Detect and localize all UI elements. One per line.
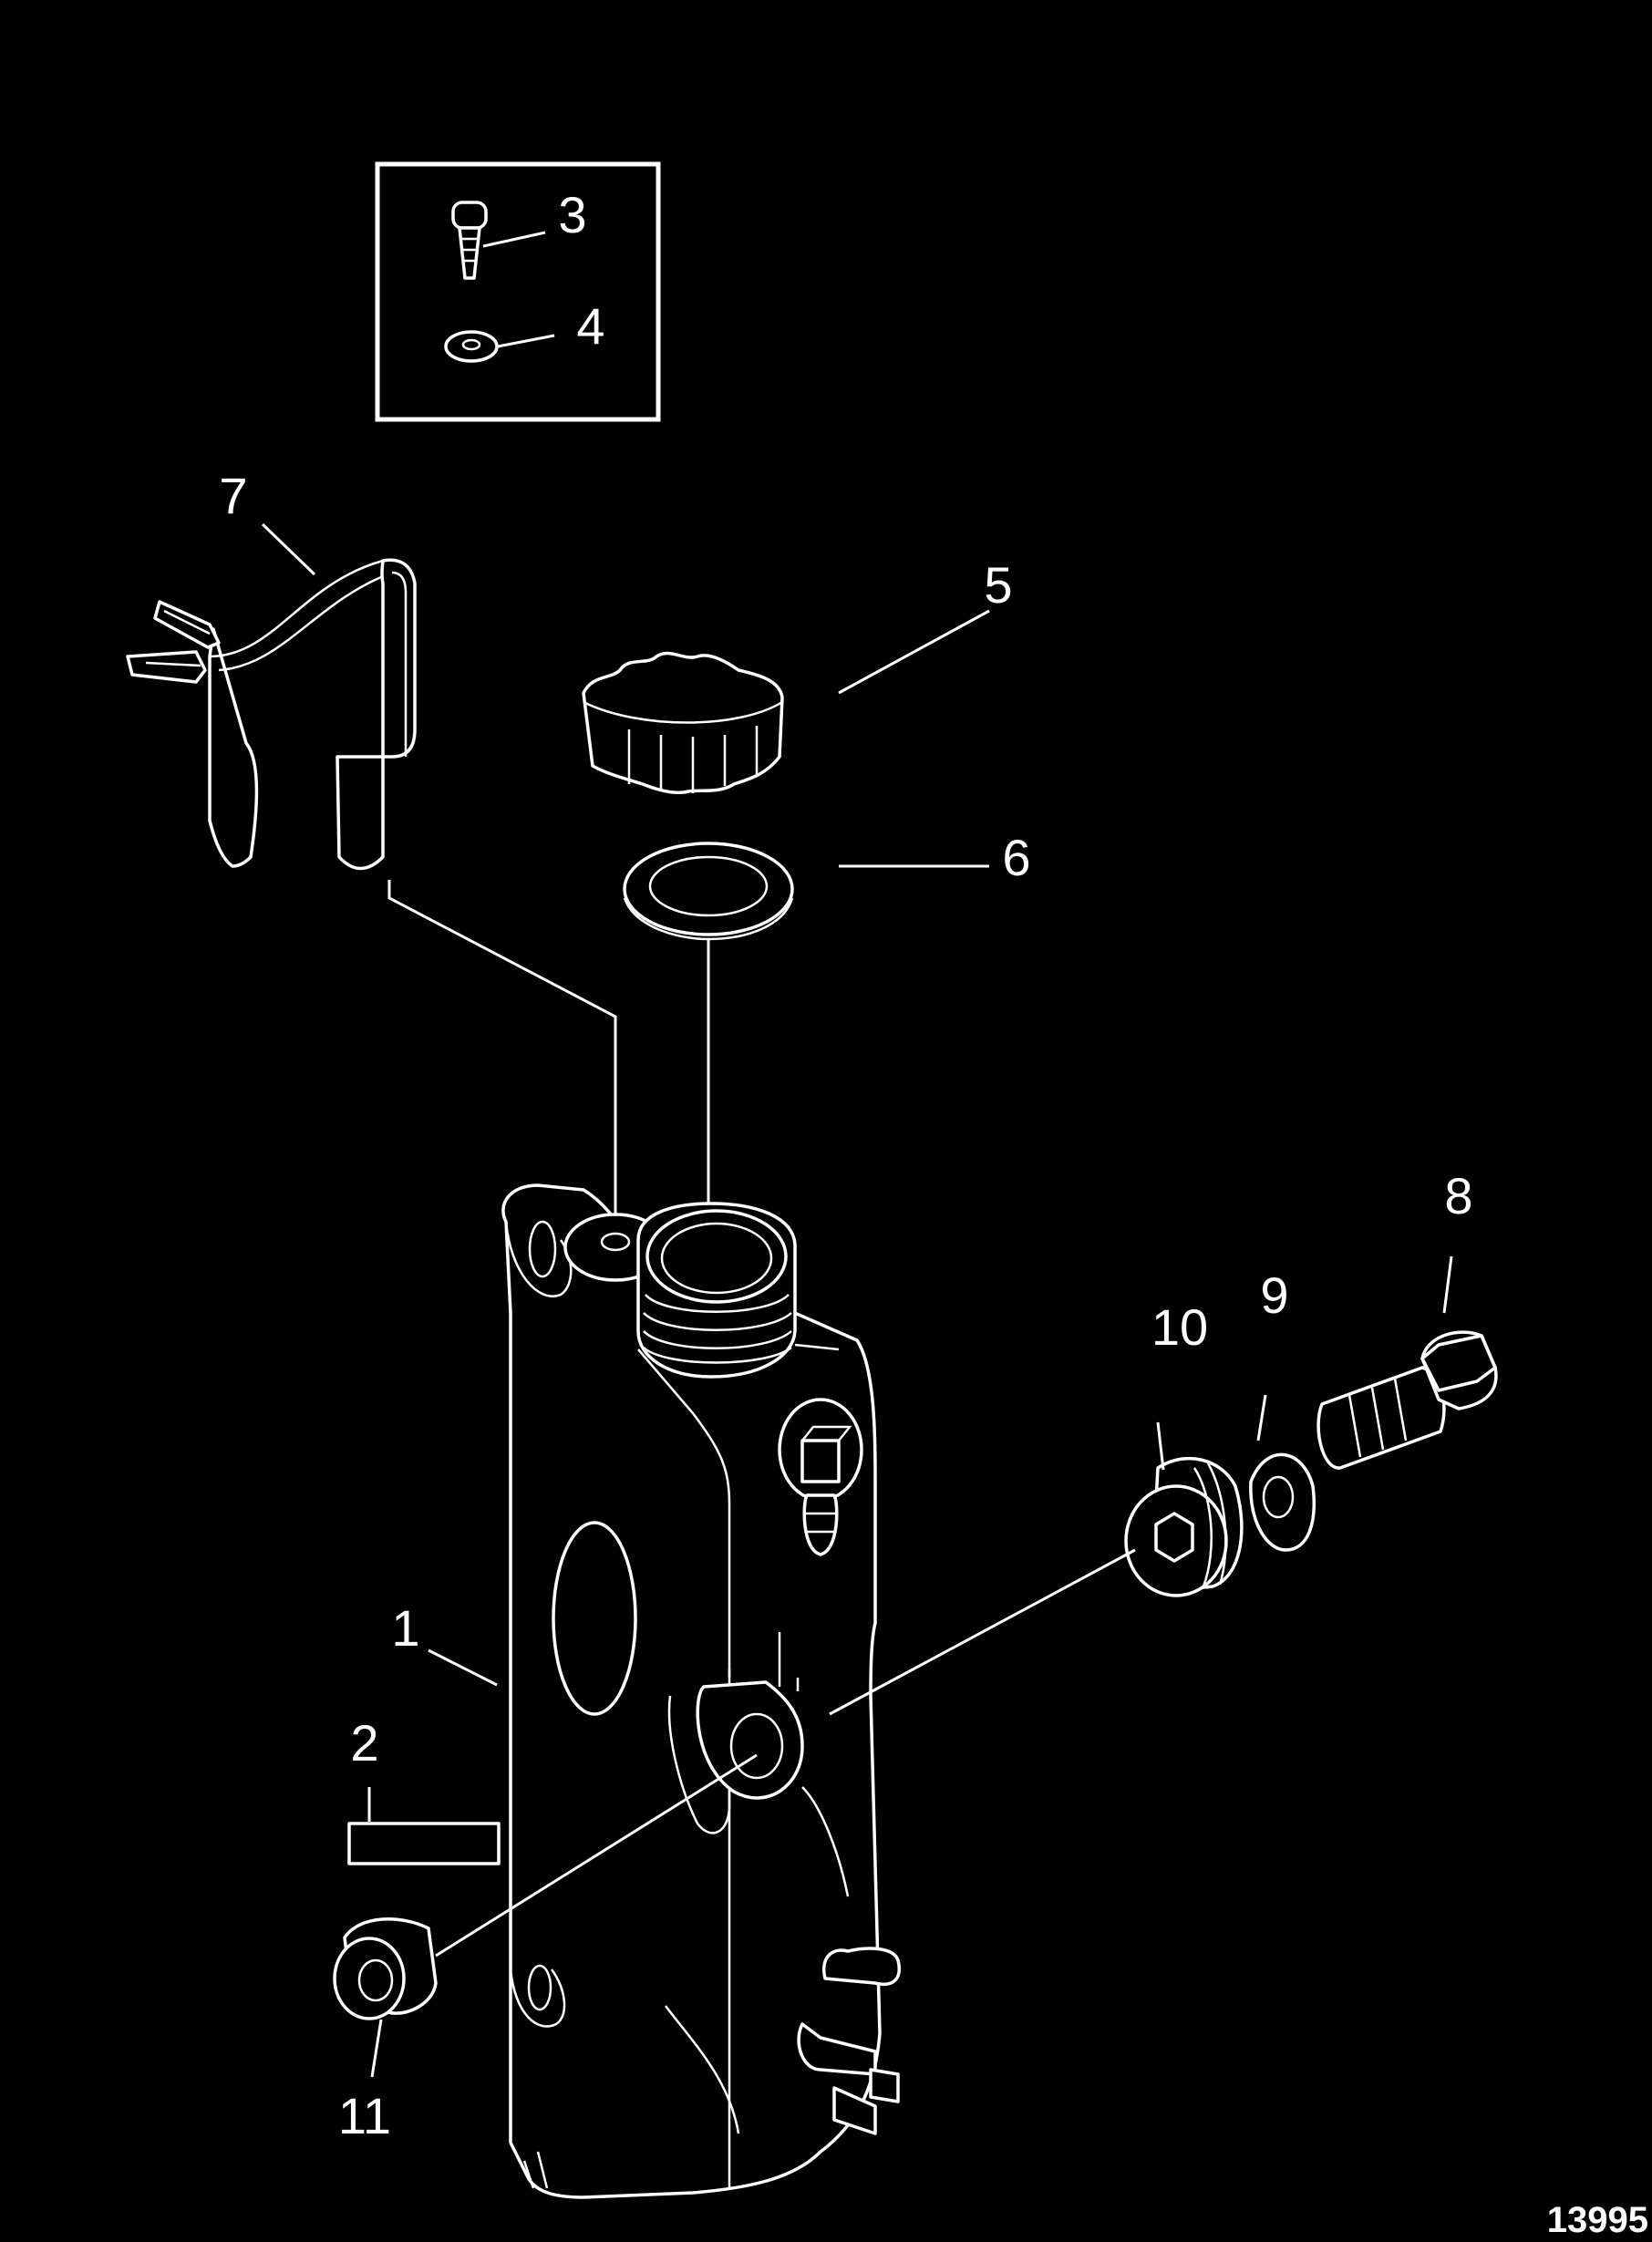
housing-part-1 bbox=[501, 1183, 901, 2199]
callout-11: 11 bbox=[338, 2087, 391, 2144]
sensor-part-7 bbox=[126, 558, 417, 871]
bushing-part-11 bbox=[333, 1917, 438, 2020]
decal-part-2 bbox=[347, 1822, 501, 1865]
gasket-part-6 bbox=[623, 842, 794, 941]
callout-7: 7 bbox=[219, 467, 247, 524]
callout-6: 6 bbox=[1002, 829, 1030, 886]
plug-part-10 bbox=[1124, 1456, 1244, 1597]
callout-10: 10 bbox=[1151, 1298, 1208, 1356]
washer-part-4 bbox=[444, 330, 499, 363]
callout-5: 5 bbox=[984, 556, 1012, 614]
callout-4: 4 bbox=[576, 297, 604, 355]
washer-part-9 bbox=[1249, 1452, 1316, 1552]
callout-9: 9 bbox=[1260, 1266, 1288, 1324]
screw-part-3 bbox=[451, 201, 488, 280]
callout-1: 1 bbox=[391, 1599, 419, 1657]
figure-number: 13995 bbox=[1547, 2200, 1648, 2240]
callout-2: 2 bbox=[350, 1714, 378, 1772]
callout-3: 3 bbox=[558, 186, 586, 243]
bolt-part-8 bbox=[1316, 1330, 1498, 1470]
callout-8: 8 bbox=[1444, 1167, 1472, 1224]
inset-box: 3 4 bbox=[375, 161, 661, 422]
filler-cap-part-5 bbox=[582, 651, 784, 795]
